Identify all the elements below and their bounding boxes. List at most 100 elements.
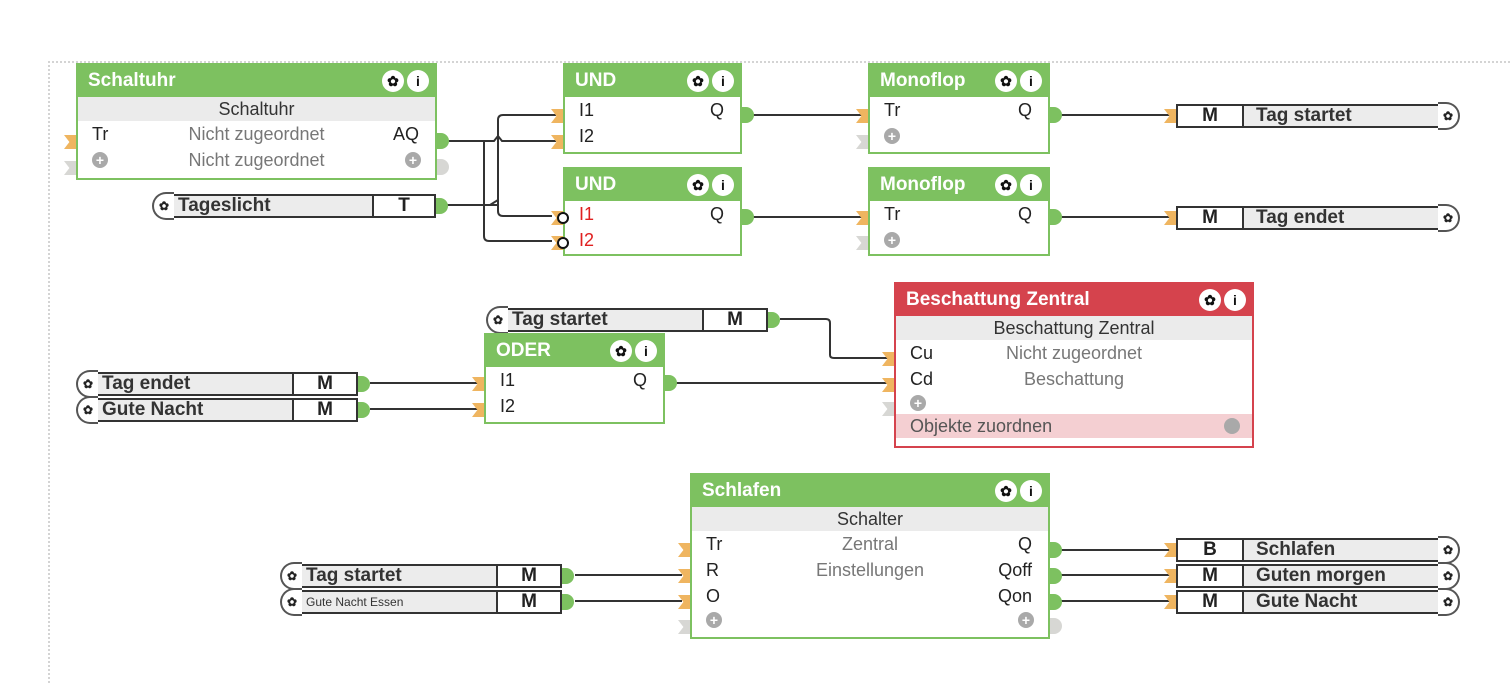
info-icon[interactable]: i xyxy=(1020,70,1042,92)
output-pin[interactable] xyxy=(1050,568,1062,584)
node-name: Gute Nacht Essen xyxy=(306,595,404,609)
input-pin[interactable] xyxy=(678,569,690,583)
output-pin[interactable] xyxy=(742,209,754,225)
output-pin[interactable] xyxy=(742,107,754,123)
gear-icon[interactable]: ✿ xyxy=(152,192,174,220)
input-pin[interactable] xyxy=(1164,569,1176,583)
plus-icon[interactable]: + xyxy=(92,152,108,168)
input-node-tag-endet[interactable]: ✿ Tag endet M xyxy=(76,370,370,398)
output-node-tag-startet[interactable]: M Tag startet ✿ xyxy=(1164,102,1460,130)
gear-icon[interactable]: ✿ xyxy=(76,396,98,424)
plus-icon[interactable]: + xyxy=(884,128,900,144)
gear-icon[interactable]: ✿ xyxy=(1438,588,1460,616)
output-pin[interactable] xyxy=(436,198,448,214)
input-label-inverted: I1 xyxy=(579,204,595,224)
output-node-tag-endet[interactable]: M Tag endet ✿ xyxy=(1164,204,1460,232)
info-icon[interactable]: i xyxy=(1020,174,1042,196)
gear-icon[interactable]: ✿ xyxy=(610,340,632,362)
input-label: I2 xyxy=(579,126,595,146)
input-pin-unused[interactable] xyxy=(856,236,868,250)
info-icon[interactable]: i xyxy=(1020,480,1042,502)
input-pin[interactable] xyxy=(882,352,894,366)
info-icon[interactable]: i xyxy=(407,70,429,92)
gear-icon[interactable]: ✿ xyxy=(280,588,302,616)
node-type: M xyxy=(1178,106,1244,126)
gear-icon[interactable]: ✿ xyxy=(76,370,98,398)
assign-objects-link[interactable]: Objekte zuordnen xyxy=(896,414,1252,438)
output-pin[interactable] xyxy=(358,376,370,392)
output-pin-unused[interactable] xyxy=(437,159,449,175)
input-pin[interactable] xyxy=(472,403,484,417)
plus-icon[interactable]: + xyxy=(910,395,926,411)
info-icon[interactable]: i xyxy=(712,174,734,196)
info-icon[interactable]: i xyxy=(635,340,657,362)
plus-icon[interactable]: + xyxy=(1018,612,1034,628)
output-pin[interactable] xyxy=(562,594,574,610)
output-node-guten-morgen[interactable]: M Guten morgen ✿ xyxy=(1164,562,1460,590)
gear-icon[interactable]: ✿ xyxy=(382,70,404,92)
input-pin-unused[interactable] xyxy=(64,161,76,175)
input-pin[interactable] xyxy=(1164,211,1176,225)
block-subtitle: Schalter xyxy=(692,507,1048,531)
plus-icon[interactable]: + xyxy=(884,232,900,248)
output-pin[interactable] xyxy=(1050,594,1062,610)
plus-icon[interactable]: + xyxy=(405,152,421,168)
logic-canvas[interactable] xyxy=(48,61,1510,683)
gear-icon[interactable]: ✿ xyxy=(1438,102,1460,130)
info-icon[interactable]: i xyxy=(712,70,734,92)
output-label: Q xyxy=(1017,100,1032,120)
input-pin[interactable] xyxy=(856,109,868,123)
clock-icon[interactable] xyxy=(1224,418,1240,434)
gear-icon[interactable]: ✿ xyxy=(995,174,1017,196)
output-pin[interactable] xyxy=(437,133,449,149)
block-beschattung-zentral[interactable]: Beschattung Zentral ✿i Beschattung Zentr… xyxy=(882,282,1254,448)
output-node-schlafen[interactable]: B Schlafen ✿ xyxy=(1164,536,1460,564)
gear-icon[interactable]: ✿ xyxy=(687,174,709,196)
input-pin[interactable] xyxy=(678,543,690,557)
output-pin[interactable] xyxy=(562,568,574,584)
gear-icon[interactable]: ✿ xyxy=(486,306,508,334)
block-title: Beschattung Zentral xyxy=(906,289,1090,310)
gear-icon[interactable]: ✿ xyxy=(995,480,1017,502)
output-pin[interactable] xyxy=(358,402,370,418)
output-pin[interactable] xyxy=(1050,107,1062,123)
input-pin[interactable] xyxy=(64,135,76,149)
input-pin[interactable] xyxy=(551,109,563,123)
input-pin[interactable] xyxy=(678,595,690,609)
input-pin-unused[interactable] xyxy=(678,620,690,634)
output-pin[interactable] xyxy=(1050,209,1062,225)
input-pin[interactable] xyxy=(1164,543,1176,557)
output-pin[interactable] xyxy=(768,312,780,328)
input-node-tag-startet-2[interactable]: ✿ Tag startet M xyxy=(280,562,574,590)
input-node-gute-nacht[interactable]: ✿ Gute Nacht M xyxy=(76,396,370,424)
gear-icon[interactable]: ✿ xyxy=(687,70,709,92)
output-pin-unused[interactable] xyxy=(1050,618,1062,634)
info-icon[interactable]: i xyxy=(1224,289,1246,311)
input-node-tageslicht[interactable]: ✿ Tageslicht T xyxy=(152,192,448,220)
input-pin[interactable] xyxy=(1164,109,1176,123)
output-pin[interactable] xyxy=(1050,542,1062,558)
gear-icon[interactable]: ✿ xyxy=(1199,289,1221,311)
gear-icon[interactable]: ✿ xyxy=(995,70,1017,92)
input-pin[interactable] xyxy=(1164,595,1176,609)
plus-icon[interactable]: + xyxy=(706,612,722,628)
output-pin[interactable] xyxy=(665,375,677,391)
input-pin[interactable] xyxy=(551,135,563,149)
input-pin[interactable] xyxy=(472,377,484,391)
input-node-gute-nacht-essen[interactable]: ✿ Gute Nacht Essen M xyxy=(280,588,574,616)
input-pin-unused[interactable] xyxy=(856,135,868,149)
input-pin-unused[interactable] xyxy=(882,402,894,416)
input-node-tag-startet[interactable]: ✿ Tag startet M xyxy=(486,306,780,334)
gear-icon[interactable]: ✿ xyxy=(280,562,302,590)
gear-icon[interactable]: ✿ xyxy=(1438,204,1460,232)
input-pin[interactable] xyxy=(856,211,868,225)
input-pin[interactable] xyxy=(882,378,894,392)
output-node-gute-nacht[interactable]: M Gute Nacht ✿ xyxy=(1164,588,1460,616)
